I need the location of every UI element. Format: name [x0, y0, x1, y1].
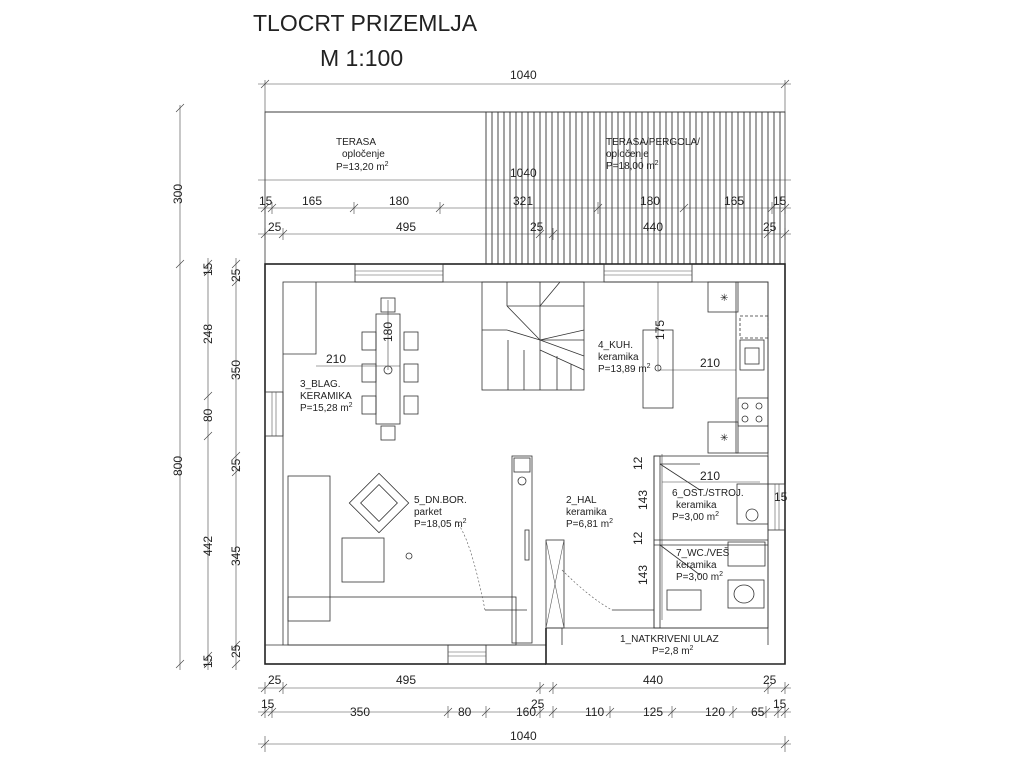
dim-15-right: 15 — [774, 490, 788, 504]
ulaz-area: P=2,8 m2 — [652, 645, 694, 657]
dim-b2-1: 350 — [350, 705, 370, 719]
dim-b2-7: 120 — [705, 705, 725, 719]
ost-name: 6_OST./STROJ. — [672, 488, 744, 499]
dim-12-b: 12 — [631, 531, 645, 545]
top-overall-dimension: 1040 — [258, 68, 791, 112]
dnbor-name: 5_DN.BOR. — [414, 495, 467, 506]
dim-left-terrace: 300 — [171, 184, 185, 204]
dim-b2-3: 160 — [516, 705, 536, 719]
pergola-finish: opločenje — [606, 149, 649, 160]
dim-t1-3: 321 — [513, 194, 533, 208]
dim-143-b: 143 — [636, 565, 650, 585]
dim-143-a: 143 — [636, 490, 650, 510]
pergola-hatch — [485, 112, 781, 264]
dim-b2-9: 15 — [773, 697, 787, 711]
terasa-area: P=13,20 m2 — [336, 161, 389, 173]
appliance-mark-1: ✳ — [720, 293, 728, 304]
dining-area: 180 210 — [283, 282, 419, 441]
hal-finish: keramika — [566, 507, 607, 518]
dim-lo-1: 248 — [201, 324, 215, 344]
dim-b2-0: 15 — [261, 697, 275, 711]
dim-lo-2: 80 — [201, 408, 215, 422]
dim-t2-4: 25 — [763, 220, 777, 234]
dim-lo-4: 15 — [201, 654, 215, 668]
dim-b2-8: 65 — [751, 705, 765, 719]
drawing-title: TLOCRT PRIZEMLJA — [253, 10, 478, 36]
dim-left-outer: 800 — [171, 456, 185, 476]
pergola-area: P=18,00 m2 — [606, 160, 659, 172]
dim-t1-1: 165 — [302, 194, 322, 208]
dim-top-overall: 1040 — [510, 68, 537, 82]
dim-b2-2: 80 — [458, 705, 472, 719]
dim-lo-0: 15 — [201, 262, 215, 276]
dim-table-180: 180 — [381, 322, 395, 342]
dim-li-1: 350 — [229, 360, 243, 380]
wc-name: 7_WC./VEŠ — [676, 546, 730, 559]
blag-finish: KERAMIKA — [300, 391, 352, 402]
dim-bottom-overall: 1040 — [510, 729, 537, 743]
dim-b1-1: 495 — [396, 673, 416, 687]
dim-t2-3: 440 — [643, 220, 663, 234]
dim-li-4: 25 — [229, 644, 243, 658]
dim-t1-0: 15 — [259, 194, 273, 208]
utility-rooms — [653, 454, 769, 629]
dim-t2-1: 495 — [396, 220, 416, 234]
dnbor-area: P=18,05 m2 — [414, 518, 467, 530]
ost-area: P=3,00 m2 — [672, 511, 719, 523]
dim-t1-5: 165 — [724, 194, 744, 208]
dim-210-dining: 210 — [326, 352, 346, 366]
dim-t1-4: 180 — [640, 194, 660, 208]
bottom-dimensions: 25 495 440 25 15 350 80 160 25 110 125 1… — [258, 673, 791, 752]
ost-finish: keramika — [676, 500, 717, 511]
terrace-area — [264, 111, 786, 265]
terrace-dimensions: 1040 15 165 180 321 180 165 15 25 495 25… — [258, 166, 791, 240]
left-dimensions: 300 800 15 248 80 442 15 25 350 25 345 2… — [171, 103, 243, 670]
dim-li-0: 25 — [229, 268, 243, 282]
hal-area: P=6,81 m2 — [566, 518, 613, 530]
dim-b1-3: 25 — [763, 673, 777, 687]
dim-b1-2: 440 — [643, 673, 663, 687]
dim-wc-210: 210 — [700, 469, 720, 483]
dim-li-3: 345 — [229, 546, 243, 566]
kuh-finish: keramika — [598, 352, 639, 363]
hall-partitions — [511, 455, 654, 644]
staircase — [481, 281, 585, 391]
dim-b1-0: 25 — [268, 673, 282, 687]
kuh-name: 4_KUH. — [598, 340, 633, 351]
dim-b2-6: 125 — [643, 705, 663, 719]
dim-b2-4: 25 — [531, 697, 545, 711]
dim-b2-5: 110 — [585, 705, 604, 719]
wc-area: P=3,00 m2 — [676, 571, 723, 583]
dim-t1-6: 15 — [773, 194, 787, 208]
dim-li-2: 25 — [229, 458, 243, 472]
pergola-name: TERASA/PERGOLA/ — [606, 137, 700, 148]
building-walls — [264, 263, 786, 666]
dim-12-a: 12 — [631, 456, 645, 470]
dim-lo-3: 442 — [201, 536, 215, 556]
ulaz-name: 1_NATKRIVENI ULAZ — [620, 634, 719, 645]
dim-kitchen-175: 175 — [653, 320, 667, 340]
blag-name: 3_BLAG. — [300, 379, 341, 390]
dim-terrace-total: 1040 — [510, 166, 537, 180]
kitchen: 175 210 ✳ ✳ — [642, 281, 769, 454]
dnbor-finish: parket — [414, 507, 442, 518]
dim-t2-0: 25 — [268, 220, 282, 234]
dim-kitchen-210: 210 — [700, 356, 720, 370]
living-room — [287, 472, 527, 646]
drawing-scale: M 1:100 — [320, 45, 404, 71]
terasa-finish: opločenje — [342, 149, 385, 160]
dim-t2-2: 25 — [530, 220, 544, 234]
blag-area: P=15,28 m2 — [300, 402, 353, 414]
appliance-mark-2: ✳ — [720, 433, 728, 444]
kuh-area: P=13,89 m2 — [598, 363, 651, 375]
dim-t1-2: 180 — [389, 194, 409, 208]
wc-finish: keramika — [676, 560, 717, 571]
hal-name: 2_HAL — [566, 495, 597, 506]
terasa-name: TERASA — [336, 137, 376, 148]
